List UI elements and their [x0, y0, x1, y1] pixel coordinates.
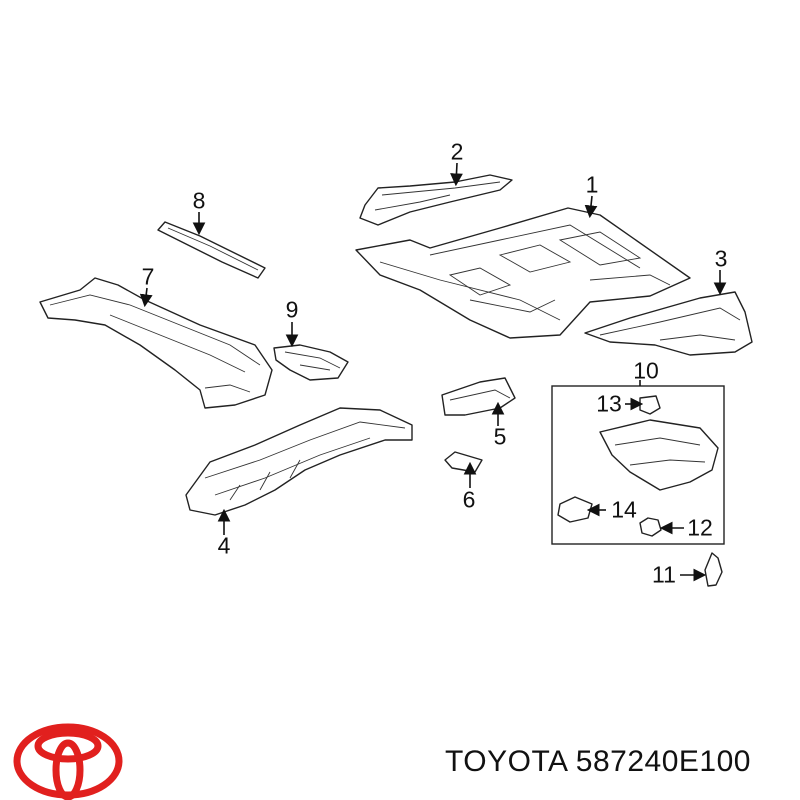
callout-13: 13: [596, 390, 622, 417]
part-7-cross-member: [39, 277, 273, 409]
part-4-rear-side-member: [185, 407, 413, 516]
callout-1: 1: [585, 171, 599, 198]
callout-14: 14: [611, 496, 637, 523]
part-9-bracket: [273, 344, 349, 381]
part-11-clip: [704, 552, 723, 587]
callout-8: 8: [192, 187, 206, 214]
callout-7: 7: [141, 263, 155, 290]
brand-name: TOYOTA: [445, 745, 567, 778]
callout-9: 9: [285, 296, 299, 323]
callout-10: 10: [633, 357, 659, 384]
part-3-side-panel: [584, 291, 753, 356]
callout-12: 12: [687, 514, 713, 541]
callout-11: 11: [652, 561, 676, 588]
kit-box-10: [551, 385, 725, 545]
part-5-bracket: [441, 377, 516, 416]
callout-2: 2: [450, 138, 464, 165]
part-2-floor-bracket: [359, 174, 513, 226]
callout-4: 4: [217, 532, 231, 559]
part-1-rear-floor-pan: [355, 207, 691, 339]
part-8-reinforcement: [157, 221, 266, 279]
callout-6: 6: [462, 486, 476, 513]
callout-3: 3: [714, 245, 728, 272]
part-number: 587240E100: [575, 745, 751, 778]
callout-5: 5: [493, 423, 507, 450]
part-6-plate: [444, 451, 483, 473]
part-caption: TOYOTA 587240E100: [445, 747, 751, 777]
toyota-logo-icon: [13, 723, 123, 800]
